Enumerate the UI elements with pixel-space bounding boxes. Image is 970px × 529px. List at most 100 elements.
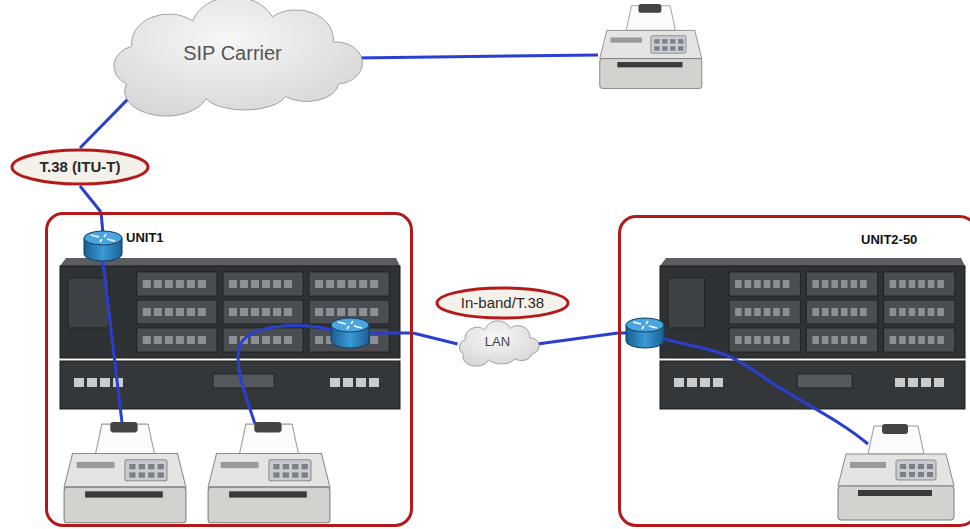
pbx-unit (660, 258, 965, 409)
lan-port (687, 378, 697, 387)
port (198, 280, 206, 288)
lan-port (934, 378, 944, 387)
port (315, 336, 323, 344)
lan-port (713, 378, 723, 387)
control-module (668, 278, 705, 328)
port (735, 308, 742, 316)
port (315, 280, 323, 288)
router-icon (84, 231, 122, 261)
port (198, 308, 206, 316)
port (165, 308, 173, 316)
display-strip (221, 462, 259, 468)
port (764, 280, 771, 288)
control-module (68, 278, 109, 328)
port (745, 280, 752, 288)
port (937, 336, 944, 344)
router-arrow (338, 322, 346, 324)
router-icon (331, 318, 369, 348)
expansion-card (806, 272, 877, 296)
port (745, 308, 752, 316)
oval-outline (12, 150, 148, 184)
port (229, 308, 237, 316)
paper-holder (254, 422, 281, 433)
port (822, 308, 829, 316)
router-arrow (104, 234, 106, 237)
key (662, 39, 667, 43)
key (292, 464, 298, 469)
key (139, 472, 145, 477)
base-panel (797, 374, 852, 388)
port (251, 308, 259, 316)
port (315, 308, 323, 316)
paper-holder (110, 422, 137, 433)
key (654, 46, 659, 50)
pbx-top (660, 258, 965, 266)
fax-machine (208, 422, 330, 523)
port (284, 336, 292, 344)
oval-outline (437, 288, 568, 318)
port (860, 336, 867, 344)
cloud-outline (114, 0, 363, 116)
port (154, 336, 162, 344)
network-link (80, 92, 134, 148)
port (176, 308, 184, 316)
port (890, 308, 897, 316)
expansion-card (137, 300, 217, 324)
port (860, 280, 867, 288)
port (745, 336, 752, 344)
port (851, 280, 858, 288)
fax-body (64, 487, 186, 523)
port (890, 280, 897, 288)
lan-port (908, 378, 918, 387)
cable (662, 338, 868, 444)
display-strip (610, 37, 642, 42)
router-arrow (649, 326, 657, 328)
port (229, 336, 237, 344)
unit-box: UNIT2-50 (618, 215, 970, 527)
port (764, 308, 771, 316)
port (143, 280, 151, 288)
port (899, 308, 906, 316)
port (143, 336, 151, 344)
port (273, 280, 281, 288)
pbx-base (60, 361, 400, 409)
lan-port (921, 378, 931, 387)
key (670, 46, 675, 50)
network-link (80, 186, 101, 212)
port (928, 336, 935, 344)
port (284, 308, 292, 316)
key (918, 472, 924, 477)
port (262, 336, 270, 344)
router-top (84, 231, 122, 245)
network-label: SIP Carrier (183, 41, 282, 65)
port (176, 336, 184, 344)
fax-body (838, 486, 954, 520)
network-link (537, 333, 618, 344)
expansion-card (223, 328, 303, 352)
port (143, 308, 151, 316)
port (822, 336, 829, 344)
port (337, 280, 345, 288)
router-arrow (633, 322, 641, 324)
display-strip (77, 462, 115, 468)
fax-machine (600, 4, 702, 88)
port (812, 336, 819, 344)
key (148, 464, 154, 469)
lan-port (369, 378, 379, 387)
port (370, 308, 378, 316)
router-arrow (107, 239, 115, 241)
port (262, 308, 270, 316)
fax-body (600, 59, 702, 89)
key (292, 472, 298, 477)
keypad (269, 460, 311, 481)
key (283, 472, 289, 477)
port (326, 308, 334, 316)
lan-port (343, 378, 353, 387)
router-arrow (100, 239, 102, 242)
port (822, 280, 829, 288)
port (154, 308, 162, 316)
port (773, 336, 780, 344)
port (273, 308, 281, 316)
port (783, 308, 790, 316)
